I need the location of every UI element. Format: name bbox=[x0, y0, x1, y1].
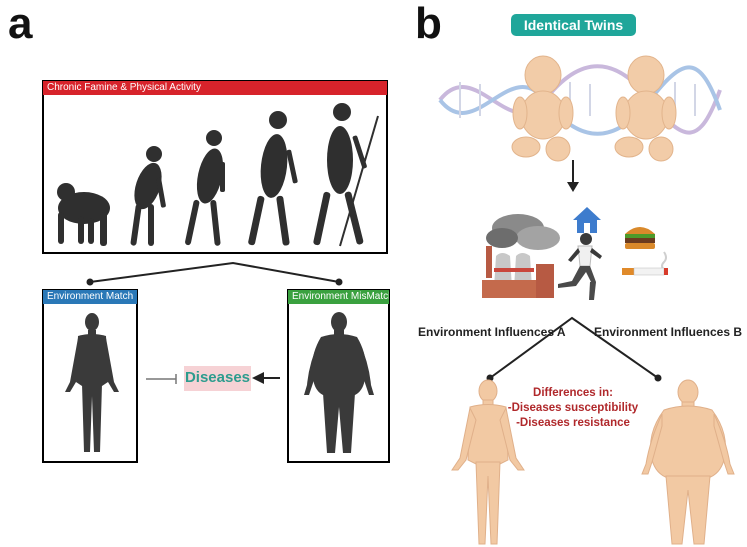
panel-b-letter: b bbox=[415, 0, 442, 48]
lean-body-silhouette bbox=[65, 313, 119, 452]
environment-mismatch-header: Environment MisMatch bbox=[288, 290, 389, 304]
chimp-silhouette bbox=[57, 183, 110, 246]
identical-twins-badge: Identical Twins bbox=[511, 14, 636, 36]
homo-erectus-silhouette bbox=[248, 111, 298, 246]
panel-a-letter: a bbox=[8, 0, 33, 48]
house-icon bbox=[573, 207, 601, 233]
homo-sapiens-silhouette bbox=[313, 103, 367, 246]
evolution-figures bbox=[57, 103, 379, 247]
factory-icon bbox=[482, 214, 560, 298]
runner-icon bbox=[558, 233, 602, 300]
baby-twin-right bbox=[614, 55, 677, 162]
hominid-silhouette bbox=[185, 130, 225, 246]
down-arrow bbox=[567, 160, 579, 192]
diseases-label: Diseases bbox=[184, 366, 251, 391]
cigarette-icon bbox=[622, 251, 668, 276]
obese-body-silhouette bbox=[304, 312, 374, 453]
environment-match-header: Environment Match bbox=[43, 290, 137, 304]
spear bbox=[339, 115, 379, 247]
dna-helix bbox=[438, 64, 722, 136]
chronic-famine-header: Chronic Famine & Physical Activity bbox=[43, 81, 387, 95]
early-hominid-silhouette bbox=[130, 146, 166, 246]
differences-line-1: -Diseases susceptibility bbox=[507, 402, 639, 414]
differences-line-2: -Diseases resistance bbox=[516, 417, 630, 429]
baby-twin-left bbox=[511, 55, 574, 162]
burger-icon bbox=[625, 227, 655, 249]
differences-title: Differences in: bbox=[533, 387, 613, 399]
influence-a-label: Environment Influences A bbox=[418, 325, 566, 339]
influence-b-label: Environment Influences B bbox=[594, 325, 743, 339]
differences-block: Differences in: -Diseases susceptibility… bbox=[493, 386, 653, 431]
obese-adult-body bbox=[641, 379, 735, 545]
lean-adult-body bbox=[451, 379, 525, 545]
